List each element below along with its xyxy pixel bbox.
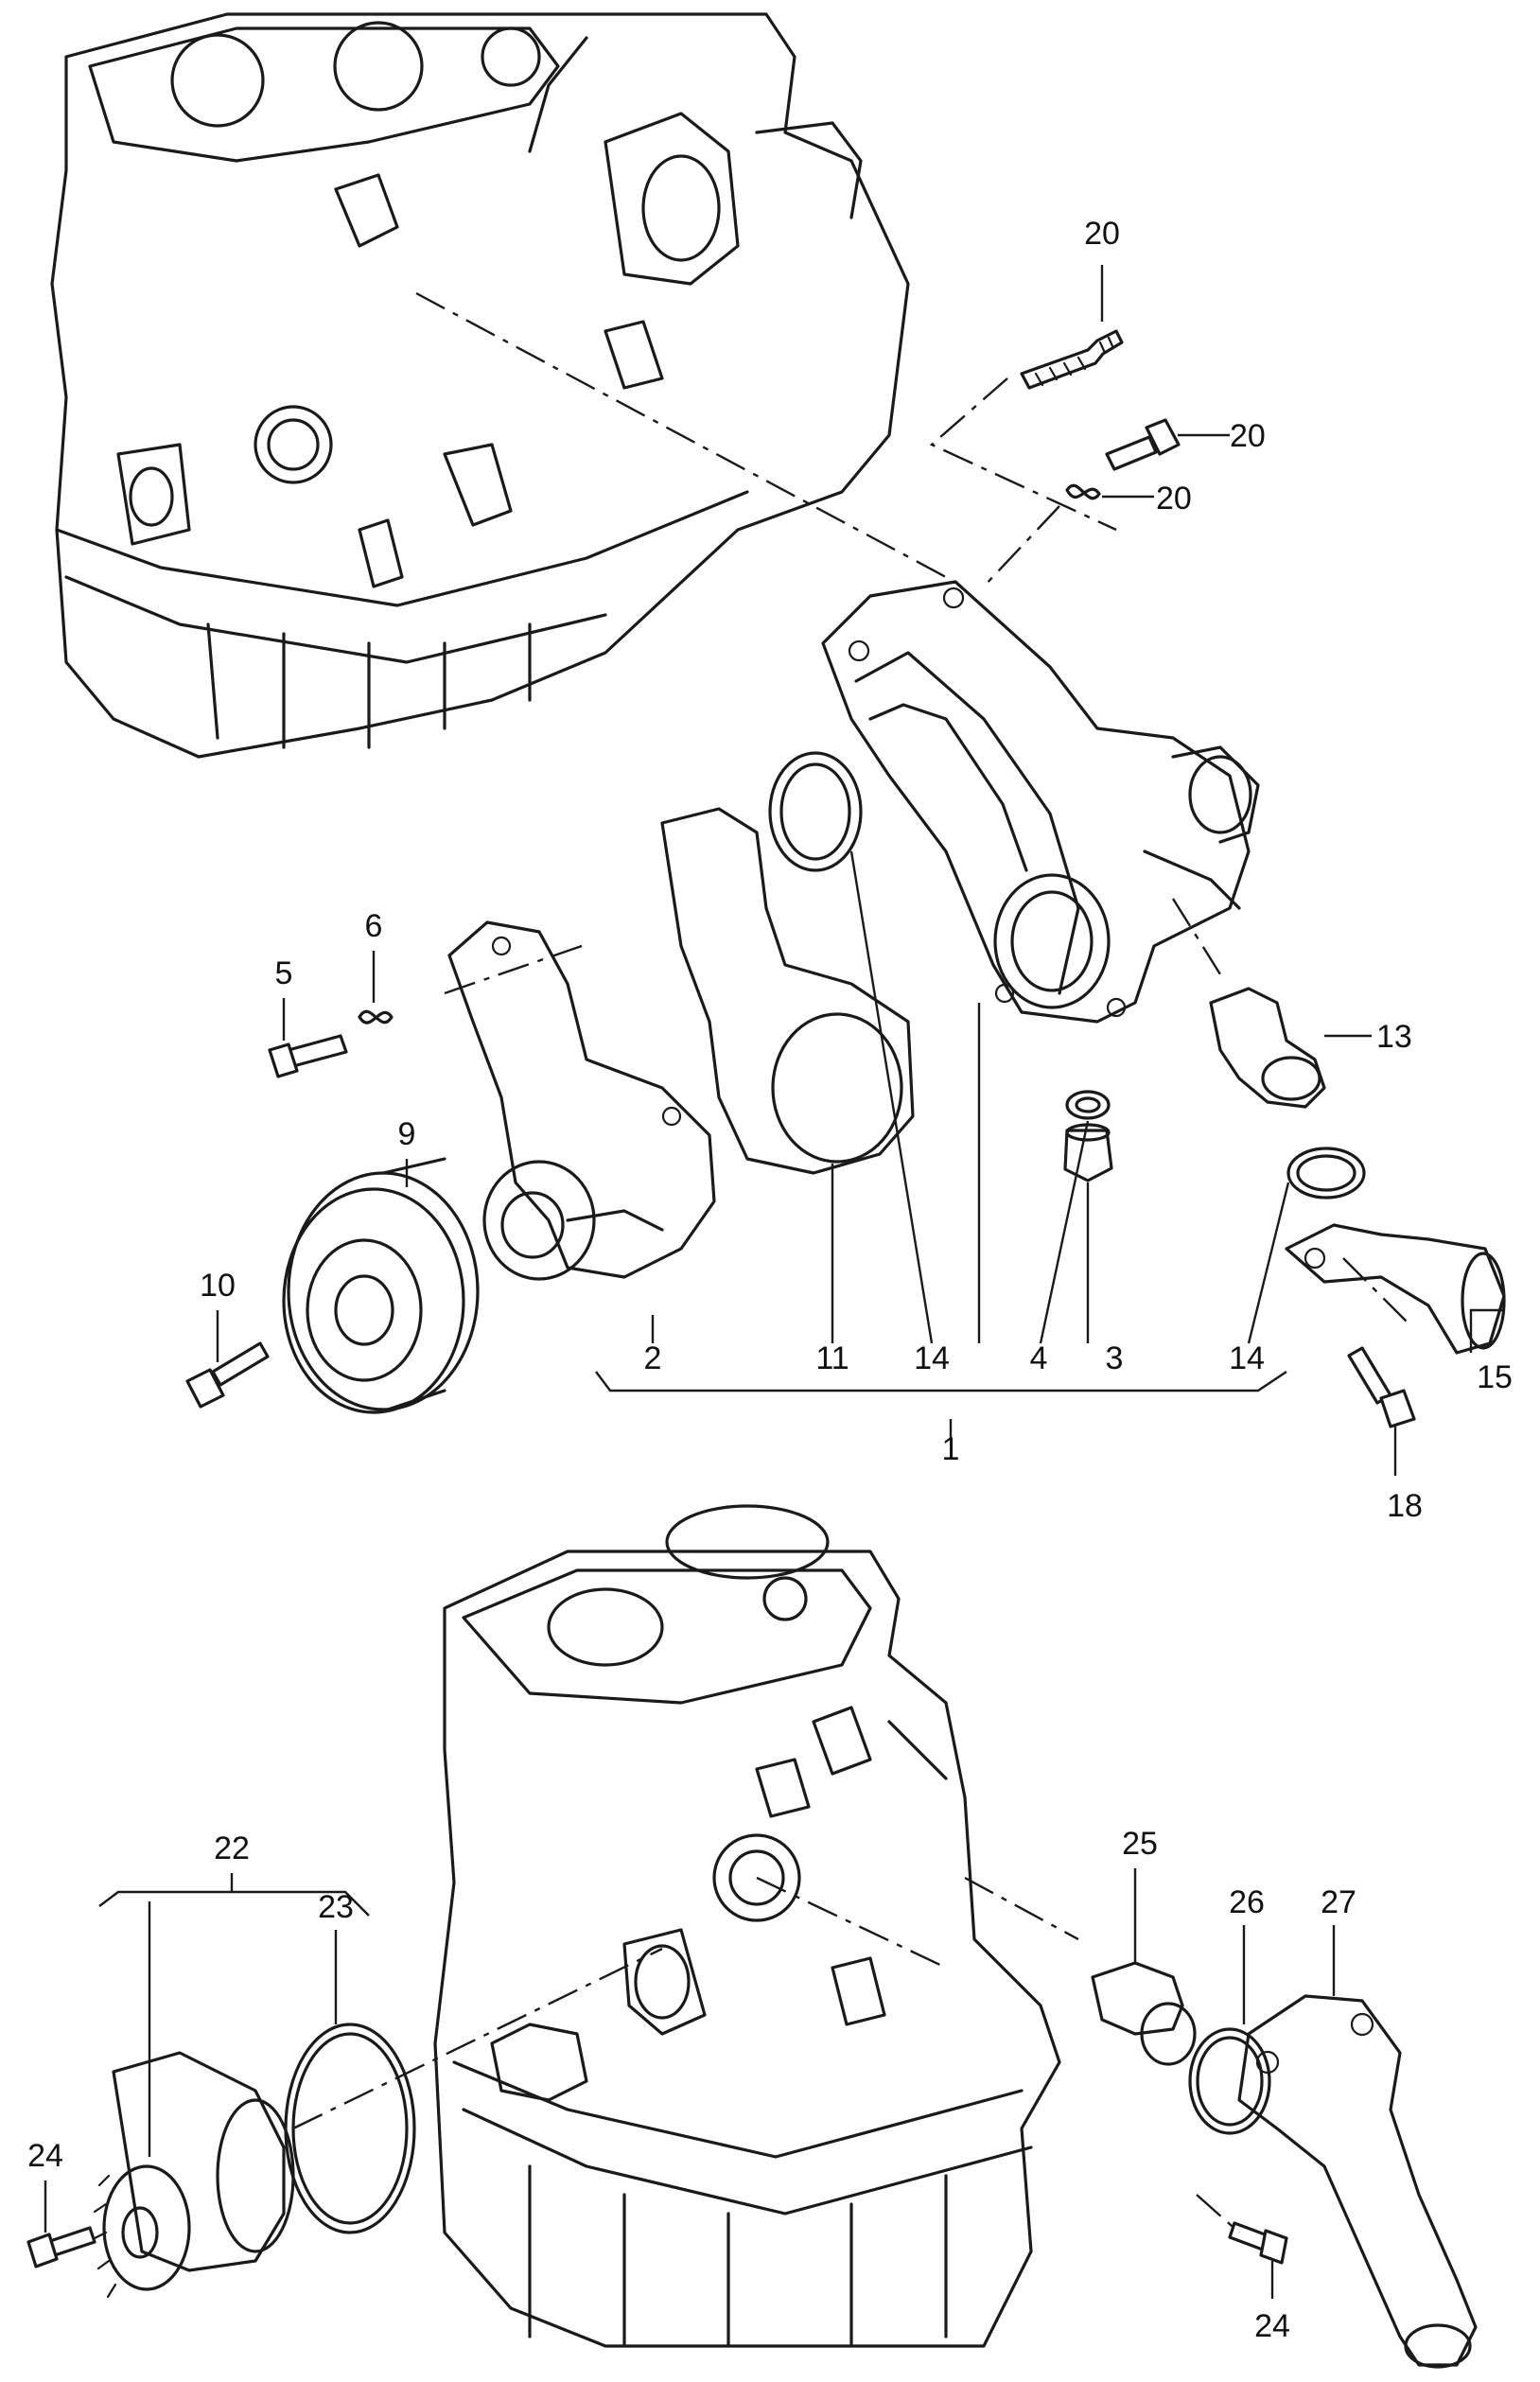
stud-bolt-20: [1020, 329, 1124, 390]
leader-lines: [44, 265, 1504, 2299]
callout-24-left: 24: [27, 2138, 63, 2174]
water-pump-gear-22: [93, 2051, 295, 2299]
callout-1: 1: [942, 1431, 960, 1467]
callout-18: 18: [1387, 1488, 1423, 1524]
callout-5: 5: [275, 955, 293, 991]
seal-ring-14-upper: [768, 751, 863, 872]
engine-block-lower: [433, 1504, 1061, 2348]
alignment-lines-lower: [292, 1876, 1240, 2233]
plug-3: [1063, 1123, 1113, 1182]
callout-26: 26: [1229, 1884, 1265, 1920]
callout-6: 6: [365, 908, 383, 944]
hex-bolt-20: [1105, 418, 1181, 471]
callout-23: 23: [318, 1889, 354, 1925]
thermostat-25: [1091, 1961, 1197, 2066]
water-pump-2: [447, 920, 716, 1281]
lock-washer-20: [1065, 483, 1101, 500]
o-ring-26: [1188, 2027, 1271, 2135]
callout-20-middle: 20: [1230, 418, 1266, 454]
callout-13: 13: [1376, 1019, 1412, 1055]
callout-15: 15: [1477, 1359, 1513, 1395]
bolt-24-right: [1228, 2221, 1288, 2265]
gasket-11: [660, 807, 915, 1175]
callout-3: 3: [1106, 1340, 1124, 1376]
callout-27: 27: [1321, 1884, 1356, 1920]
seal-4: [1065, 1090, 1111, 1120]
seal-ring-14-lower: [1286, 1147, 1366, 1200]
washer-6: [358, 1009, 394, 1025]
callout-14-lower: 14: [1229, 1340, 1265, 1376]
callout-labels: 20 20 20 13 6 5 9 10 2 11 14 4 3 14 15 1…: [27, 216, 1513, 2344]
callout-24-right: 24: [1254, 2308, 1290, 2344]
callout-20-top: 20: [1084, 216, 1120, 252]
callout-22: 22: [214, 1830, 250, 1866]
bolt-24-left: [26, 2226, 96, 2268]
engine-block-upper: [50, 12, 910, 759]
connecting-elbow-27: [1237, 1994, 1478, 2369]
thermostat-13: [1209, 987, 1326, 1109]
alignment-lines-upper: [415, 291, 1410, 1325]
connecting-elbow-15: [1285, 1223, 1506, 1355]
callout-9: 9: [398, 1116, 416, 1152]
bolt-10: [185, 1341, 270, 1409]
o-ring-23: [284, 2023, 416, 2234]
callout-14-upper: 14: [914, 1340, 950, 1376]
callout-2: 2: [644, 1340, 662, 1376]
callout-20-bottom: 20: [1156, 481, 1192, 517]
callout-25: 25: [1122, 1826, 1158, 1862]
pump-housing-flange: [821, 580, 1260, 1024]
bolt-18: [1347, 1346, 1416, 1428]
bolt-5: [268, 1034, 348, 1078]
callout-11: 11: [815, 1340, 849, 1376]
pulley-9: [282, 1157, 480, 1414]
callout-10: 10: [200, 1268, 236, 1304]
callout-4: 4: [1030, 1340, 1048, 1376]
